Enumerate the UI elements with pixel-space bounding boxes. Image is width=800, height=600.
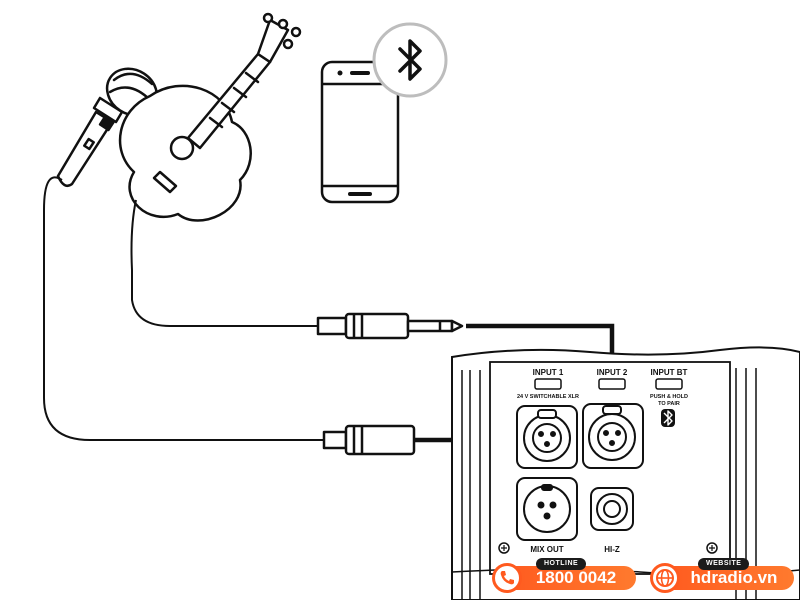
guitar-cable (130, 199, 318, 327)
phone-call-icon (492, 563, 522, 593)
hotline-number: 1800 0042 (502, 566, 636, 590)
jack-plug (316, 312, 464, 340)
input-bt-sublabel-2: TO PAIR (658, 401, 680, 407)
input-bt-label: INPUT BT (651, 368, 688, 377)
input-2-label: INPUT 2 (597, 368, 628, 377)
panel-bluetooth-icon (661, 409, 675, 427)
input-1-combo-jack (516, 405, 578, 469)
input-bt-button[interactable] (655, 378, 683, 390)
hi-z-label: HI-Z (604, 545, 620, 554)
microphone-cable (43, 176, 324, 441)
xlr-plug (322, 424, 416, 456)
input-1-button[interactable] (534, 378, 562, 390)
acoustic-guitar-icon (118, 12, 302, 222)
bluetooth-icon (398, 39, 422, 81)
globe-icon (650, 563, 680, 593)
website-tag: WEBSITE (698, 558, 750, 570)
input-2-combo-jack (582, 403, 644, 469)
website-url: hdradio.vn (660, 566, 794, 590)
smartphone-icon (320, 60, 400, 204)
input-1-label: INPUT 1 (533, 368, 564, 377)
bluetooth-badge (372, 22, 448, 98)
hotline-badge[interactable]: 1800 0042 HOTLINE (492, 558, 640, 593)
input-1-sublabel: 24 V SWITCHABLE XLR (517, 394, 579, 400)
website-badge[interactable]: hdradio.vn WEBSITE (650, 558, 798, 593)
hotline-tag: HOTLINE (536, 558, 587, 570)
input-bt-sublabel-1: PUSH & HOLD (650, 394, 688, 400)
input-2-button[interactable] (598, 378, 626, 390)
mix-out-label: MIX OUT (530, 545, 563, 554)
mix-out-xlr-jack (516, 477, 578, 541)
hi-z-jack (590, 487, 634, 531)
